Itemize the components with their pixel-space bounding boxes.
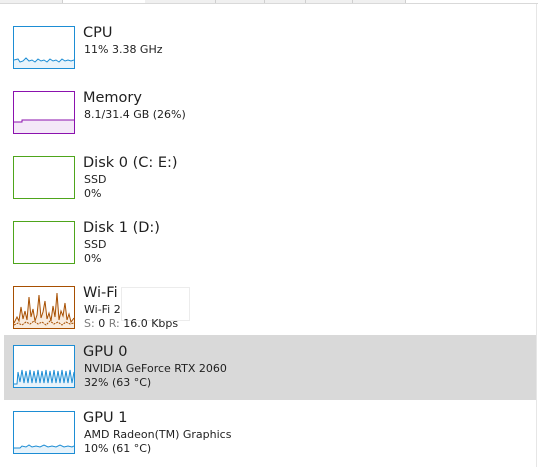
device-title: GPU 1 bbox=[83, 410, 128, 426]
disk-graph-icon bbox=[13, 221, 75, 264]
memory-graph-icon bbox=[13, 91, 75, 134]
device-stat: 32% (63 °C) bbox=[84, 376, 152, 389]
sidebar-item-wifi[interactable]: Wi-Fi Wi-Fi 2 S: 0 R: 16.0 Kbps bbox=[4, 276, 536, 341]
device-type: SSD bbox=[84, 173, 107, 186]
device-stat: 0% bbox=[84, 187, 102, 200]
sidebar-item-gpu-0[interactable]: GPU 0 NVIDIA GeForce RTX 2060 32% (63 °C… bbox=[4, 335, 536, 400]
device-stat: 8.1/31.4 GB (26%) bbox=[84, 108, 186, 121]
gpu-graph-icon bbox=[13, 345, 75, 388]
sidebar-item-disk-1[interactable]: Disk 1 (D:) SSD 0% bbox=[4, 211, 536, 276]
sidebar-item-disk-0[interactable]: Disk 0 (C: E:) SSD 0% bbox=[4, 146, 536, 211]
device-model: AMD Radeon(TM) Graphics bbox=[84, 428, 232, 441]
device-title: GPU 0 bbox=[83, 344, 128, 360]
receive-value: 16.0 Kbps bbox=[123, 317, 179, 330]
tooltip-ghost bbox=[121, 287, 190, 321]
wifi-graph-icon bbox=[13, 286, 75, 329]
tab-startup[interactable] bbox=[216, 0, 265, 4]
device-title: Memory bbox=[83, 90, 142, 106]
disk-graph-icon bbox=[13, 156, 75, 199]
sidebar-item-memory[interactable]: Memory 8.1/31.4 GB (26%) bbox=[4, 81, 536, 146]
tab-strip bbox=[0, 0, 538, 4]
device-model: NVIDIA GeForce RTX 2060 bbox=[84, 362, 227, 375]
gpu-graph-icon bbox=[13, 411, 75, 454]
device-title: Disk 0 (C: E:) bbox=[83, 155, 178, 171]
tab-services[interactable] bbox=[353, 0, 406, 4]
tab-processes[interactable] bbox=[0, 0, 63, 4]
tab-details[interactable] bbox=[306, 0, 353, 4]
device-title: Disk 1 (D:) bbox=[83, 220, 160, 236]
send-label: S: bbox=[84, 317, 95, 330]
tab-users[interactable] bbox=[265, 0, 306, 4]
device-type: Wi-Fi 2 bbox=[84, 303, 121, 316]
device-stat: S: 0 R: 16.0 Kbps bbox=[84, 317, 178, 331]
receive-label: R: bbox=[108, 317, 120, 330]
device-stat: 0% bbox=[84, 252, 102, 265]
sidebar-item-cpu[interactable]: CPU 11% 3.38 GHz bbox=[4, 16, 536, 81]
device-stat: 11% 3.38 GHz bbox=[84, 43, 163, 56]
performance-sidebar: CPU 11% 3.38 GHz Memory 8.1/31.4 GB (26%… bbox=[0, 4, 538, 467]
device-title: CPU bbox=[83, 25, 113, 41]
tab-app-history[interactable] bbox=[145, 0, 216, 4]
sidebar-item-gpu-1[interactable]: GPU 1 AMD Radeon(TM) Graphics 10% (61 °C… bbox=[4, 401, 536, 466]
panel-divider bbox=[536, 4, 537, 467]
device-type: SSD bbox=[84, 238, 107, 251]
device-title: Wi-Fi bbox=[83, 285, 118, 301]
cpu-graph-icon bbox=[13, 26, 75, 69]
send-value: 0 bbox=[98, 317, 106, 330]
device-stat: 10% (61 °C) bbox=[84, 442, 152, 455]
